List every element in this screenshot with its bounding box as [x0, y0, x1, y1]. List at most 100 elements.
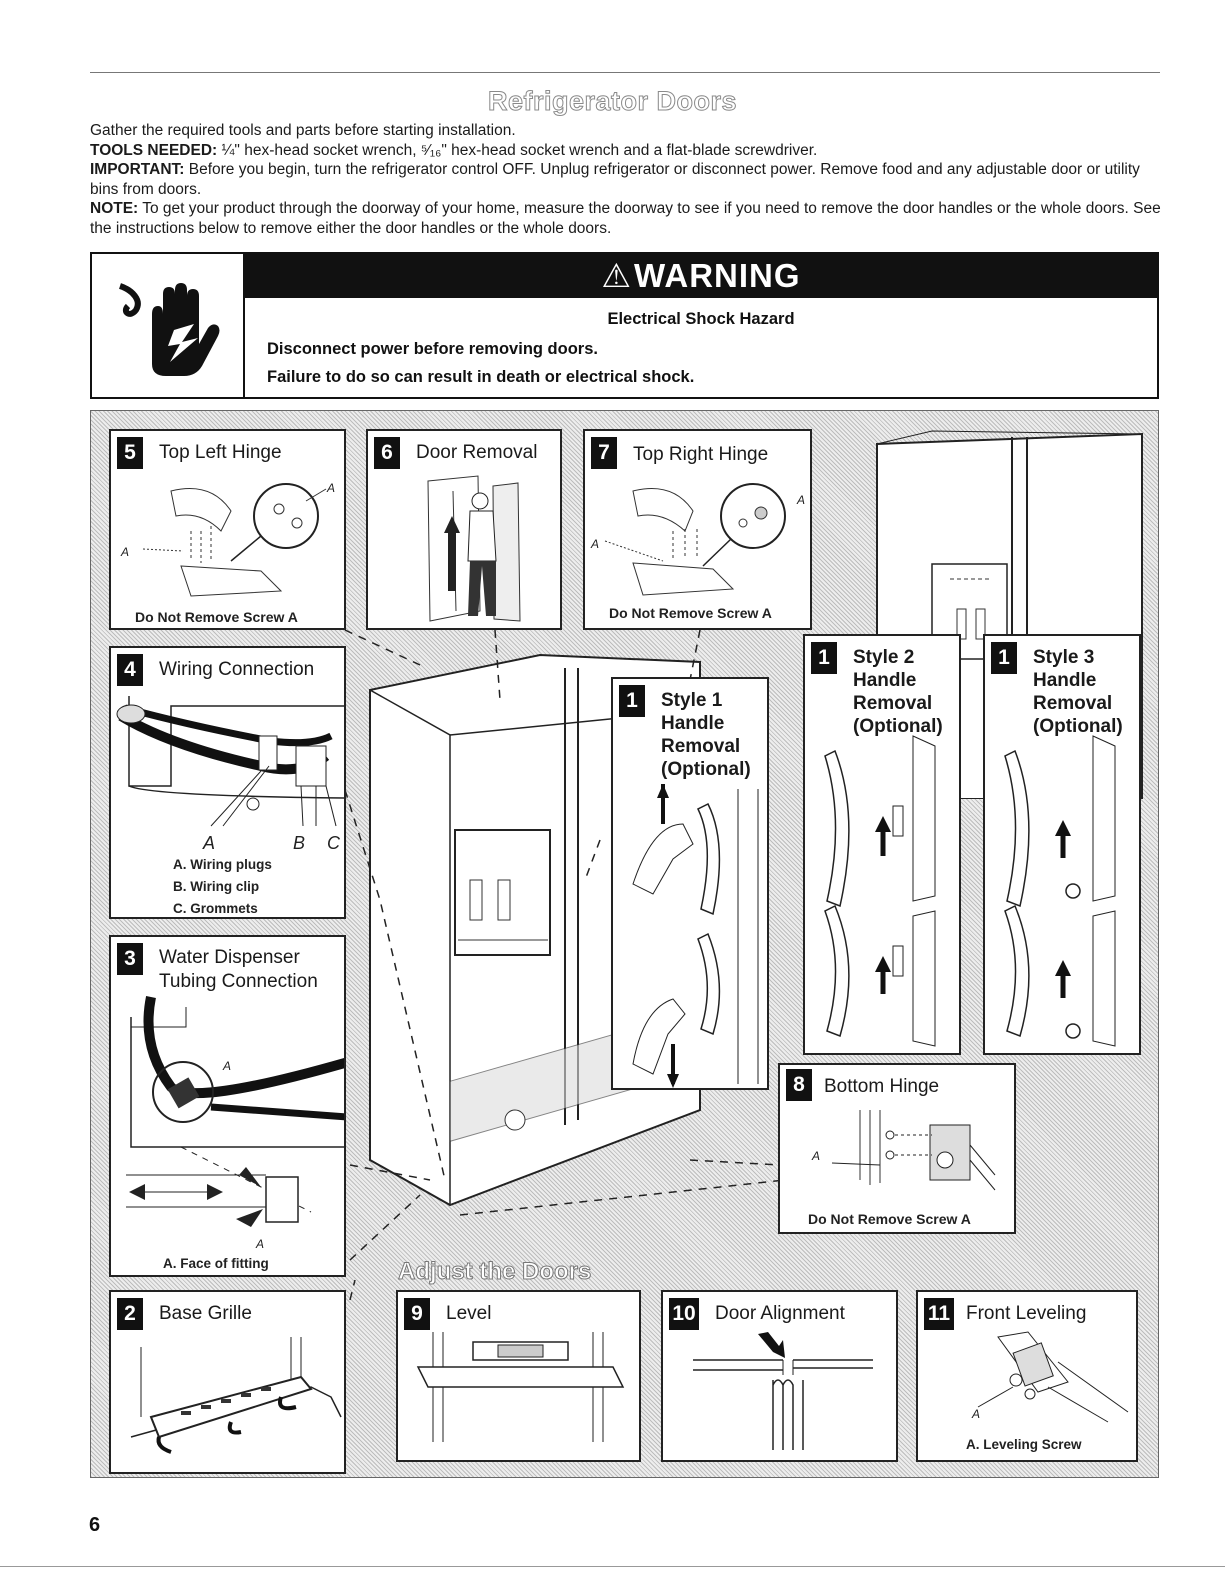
tools-label: TOOLS NEEDED:	[90, 141, 218, 159]
intro-text: Gather the required tools and parts befo…	[90, 121, 1170, 238]
step-1a-title-2: Handle	[661, 713, 725, 734]
warning-hazard: Electrical Shock Hazard	[607, 310, 795, 328]
warning-box: ⚠WARNING Electrical Shock Hazard Disconn…	[90, 252, 1159, 399]
page-number: 6	[89, 1514, 101, 1536]
step-1b-badge: 1	[811, 642, 837, 674]
style-2-handle-illustration	[824, 735, 936, 1047]
step-7-caption: Do Not Remove Screw A	[609, 605, 772, 621]
top-left-hinge-illustration	[142, 483, 327, 597]
step-9-badge: 9	[404, 1298, 430, 1330]
top-right-hinge-illustration	[604, 483, 786, 596]
wiring-connection-illustration	[116, 696, 344, 827]
style-1-handle-illustration	[632, 784, 759, 1088]
step-1a-title-4: (Optional)	[661, 759, 751, 780]
step-5-title: Top Left Hinge	[159, 442, 282, 463]
level-illustration	[416, 1332, 625, 1442]
shock-hand-icon	[118, 283, 220, 376]
step-1a-title-1: Style 1	[661, 690, 723, 711]
note-text: To get your product through the doorway …	[90, 200, 1161, 237]
step-10-door-alignment: 10 Door Alignment	[661, 1290, 898, 1462]
step-5-label-a-right: A	[327, 481, 336, 495]
tools-text: ¼" hex-head socket wrench, ⁵⁄₁₆" hex-hea…	[217, 141, 818, 159]
step-8-label-a: A	[812, 1149, 821, 1163]
step-2-base-grille: 2 Base Grille	[109, 1290, 346, 1474]
top-rule	[90, 72, 1160, 73]
warning-heading-text: WARNING	[634, 257, 801, 294]
step-3-water-dispenser-tubing: 3 Water Dispenser Tubing Connection A A …	[109, 935, 346, 1277]
front-leveling-illustration	[977, 1331, 1129, 1423]
step-9-level: 9 Level	[396, 1290, 641, 1462]
bottom-hinge-illustration	[831, 1110, 996, 1191]
step-4-title: Wiring Connection	[159, 659, 315, 680]
step-6-door-removal: 6 Door Removal	[366, 429, 562, 630]
tools-needed: TOOLS NEEDED: ¼" hex-head socket wrench,…	[90, 141, 1170, 161]
step-4-legend-c: C. Grommets	[173, 901, 258, 916]
important-note: IMPORTANT: Before you begin, turn the re…	[90, 160, 1170, 199]
step-11-title: Front Leveling	[966, 1303, 1087, 1324]
step-3-label-a-top: A	[223, 1059, 232, 1073]
step-7-badge: 7	[591, 437, 617, 469]
door-removal-illustration	[427, 475, 521, 622]
step-3-title-line-1: Water Dispenser	[159, 947, 300, 968]
step-2-title: Base Grille	[159, 1303, 252, 1324]
step-4-legend-b: B. Wiring clip	[173, 879, 260, 894]
step-8-title: Bottom Hinge	[824, 1076, 940, 1097]
step-8-badge: 8	[786, 1069, 812, 1101]
warning-line-1: Disconnect power before removing doors.	[267, 340, 598, 358]
step-9-title: Level	[446, 1303, 492, 1324]
step-7-label-a-right: A	[797, 493, 806, 507]
step-1a-badge: 1	[619, 685, 645, 717]
intro-line: Gather the required tools and parts befo…	[90, 122, 516, 139]
step-7-title: Top Right Hinge	[633, 444, 769, 465]
door-alignment-illustration	[693, 1332, 873, 1450]
step-1c-title-2: Handle	[1033, 670, 1097, 691]
step-1c-title-3: Removal	[1033, 693, 1113, 714]
step-7-top-right-hinge: 7 Top Right Hinge A A Do Not Remove Scre…	[583, 429, 812, 630]
step-2-badge: 2	[117, 1298, 143, 1330]
step-1c-title-4: (Optional)	[1033, 716, 1123, 737]
step-3-title-line-2: Tubing Connection	[159, 971, 318, 992]
step-1-style-1-handle-removal: 1 Style 1 Handle Removal (Optional)	[611, 677, 769, 1090]
step-1b-title-2: Handle	[853, 670, 917, 691]
step-4-label-c: C	[327, 833, 340, 853]
bottom-rule	[0, 1566, 1225, 1567]
step-1c-title-1: Style 3	[1033, 647, 1095, 668]
step-5-caption: Do Not Remove Screw A	[135, 609, 298, 625]
step-10-title: Door Alignment	[715, 1303, 845, 1324]
step-1-style-2-handle-removal: 1 Style 2 Handle Removal (Optional)	[803, 634, 961, 1055]
warning-heading: ⚠WARNING	[245, 254, 1157, 298]
step-1a-title-3: Removal	[661, 736, 741, 757]
step-1b-title-1: Style 2	[853, 647, 915, 668]
step-11-caption: A. Leveling Screw	[966, 1437, 1082, 1452]
step-1b-title-3: Removal	[853, 693, 933, 714]
step-6-badge: 6	[374, 437, 400, 469]
step-4-badge: 4	[117, 654, 143, 686]
step-10-badge: 10	[669, 1298, 699, 1330]
note-label: NOTE:	[90, 200, 139, 217]
style-3-handle-illustration	[1004, 735, 1116, 1047]
step-7-label-a-left: A	[591, 537, 600, 551]
step-1b-title-4: (Optional)	[853, 716, 943, 737]
step-4-label-a: A	[203, 833, 216, 853]
base-grille-illustration	[130, 1337, 342, 1454]
step-1-style-3-handle-removal: 1 Style 3 Handle Removal (Optional)	[983, 634, 1141, 1055]
step-3-caption: A. Face of fitting	[163, 1256, 269, 1271]
step-11-badge: 11	[924, 1298, 954, 1330]
warning-line-2: Failure to do so can result in death or …	[267, 368, 695, 386]
step-3-badge: 3	[117, 943, 143, 975]
step-5-badge: 5	[117, 437, 143, 469]
water-tubing-illustration	[126, 996, 344, 1227]
step-8-bottom-hinge: 8 Bottom Hinge A Do Not Remove Screw A	[778, 1063, 1016, 1234]
shock-hazard-icon-cell	[92, 254, 245, 397]
warning-triangle-icon: ⚠	[601, 257, 633, 294]
step-3-label-a-bottom: A	[256, 1237, 265, 1251]
step-5-label-a-left: A	[121, 545, 130, 559]
step-6-title: Door Removal	[416, 442, 538, 463]
step-4-label-b: B	[293, 833, 306, 853]
step-5-top-left-hinge: 5 Top Left Hinge A A Do Not Remove Screw…	[109, 429, 346, 630]
important-label: IMPORTANT:	[90, 161, 185, 178]
important-text: Before you begin, turn the refrigerator …	[90, 161, 1140, 198]
step-8-caption: Do Not Remove Screw A	[808, 1211, 971, 1227]
step-1c-badge: 1	[991, 642, 1017, 674]
